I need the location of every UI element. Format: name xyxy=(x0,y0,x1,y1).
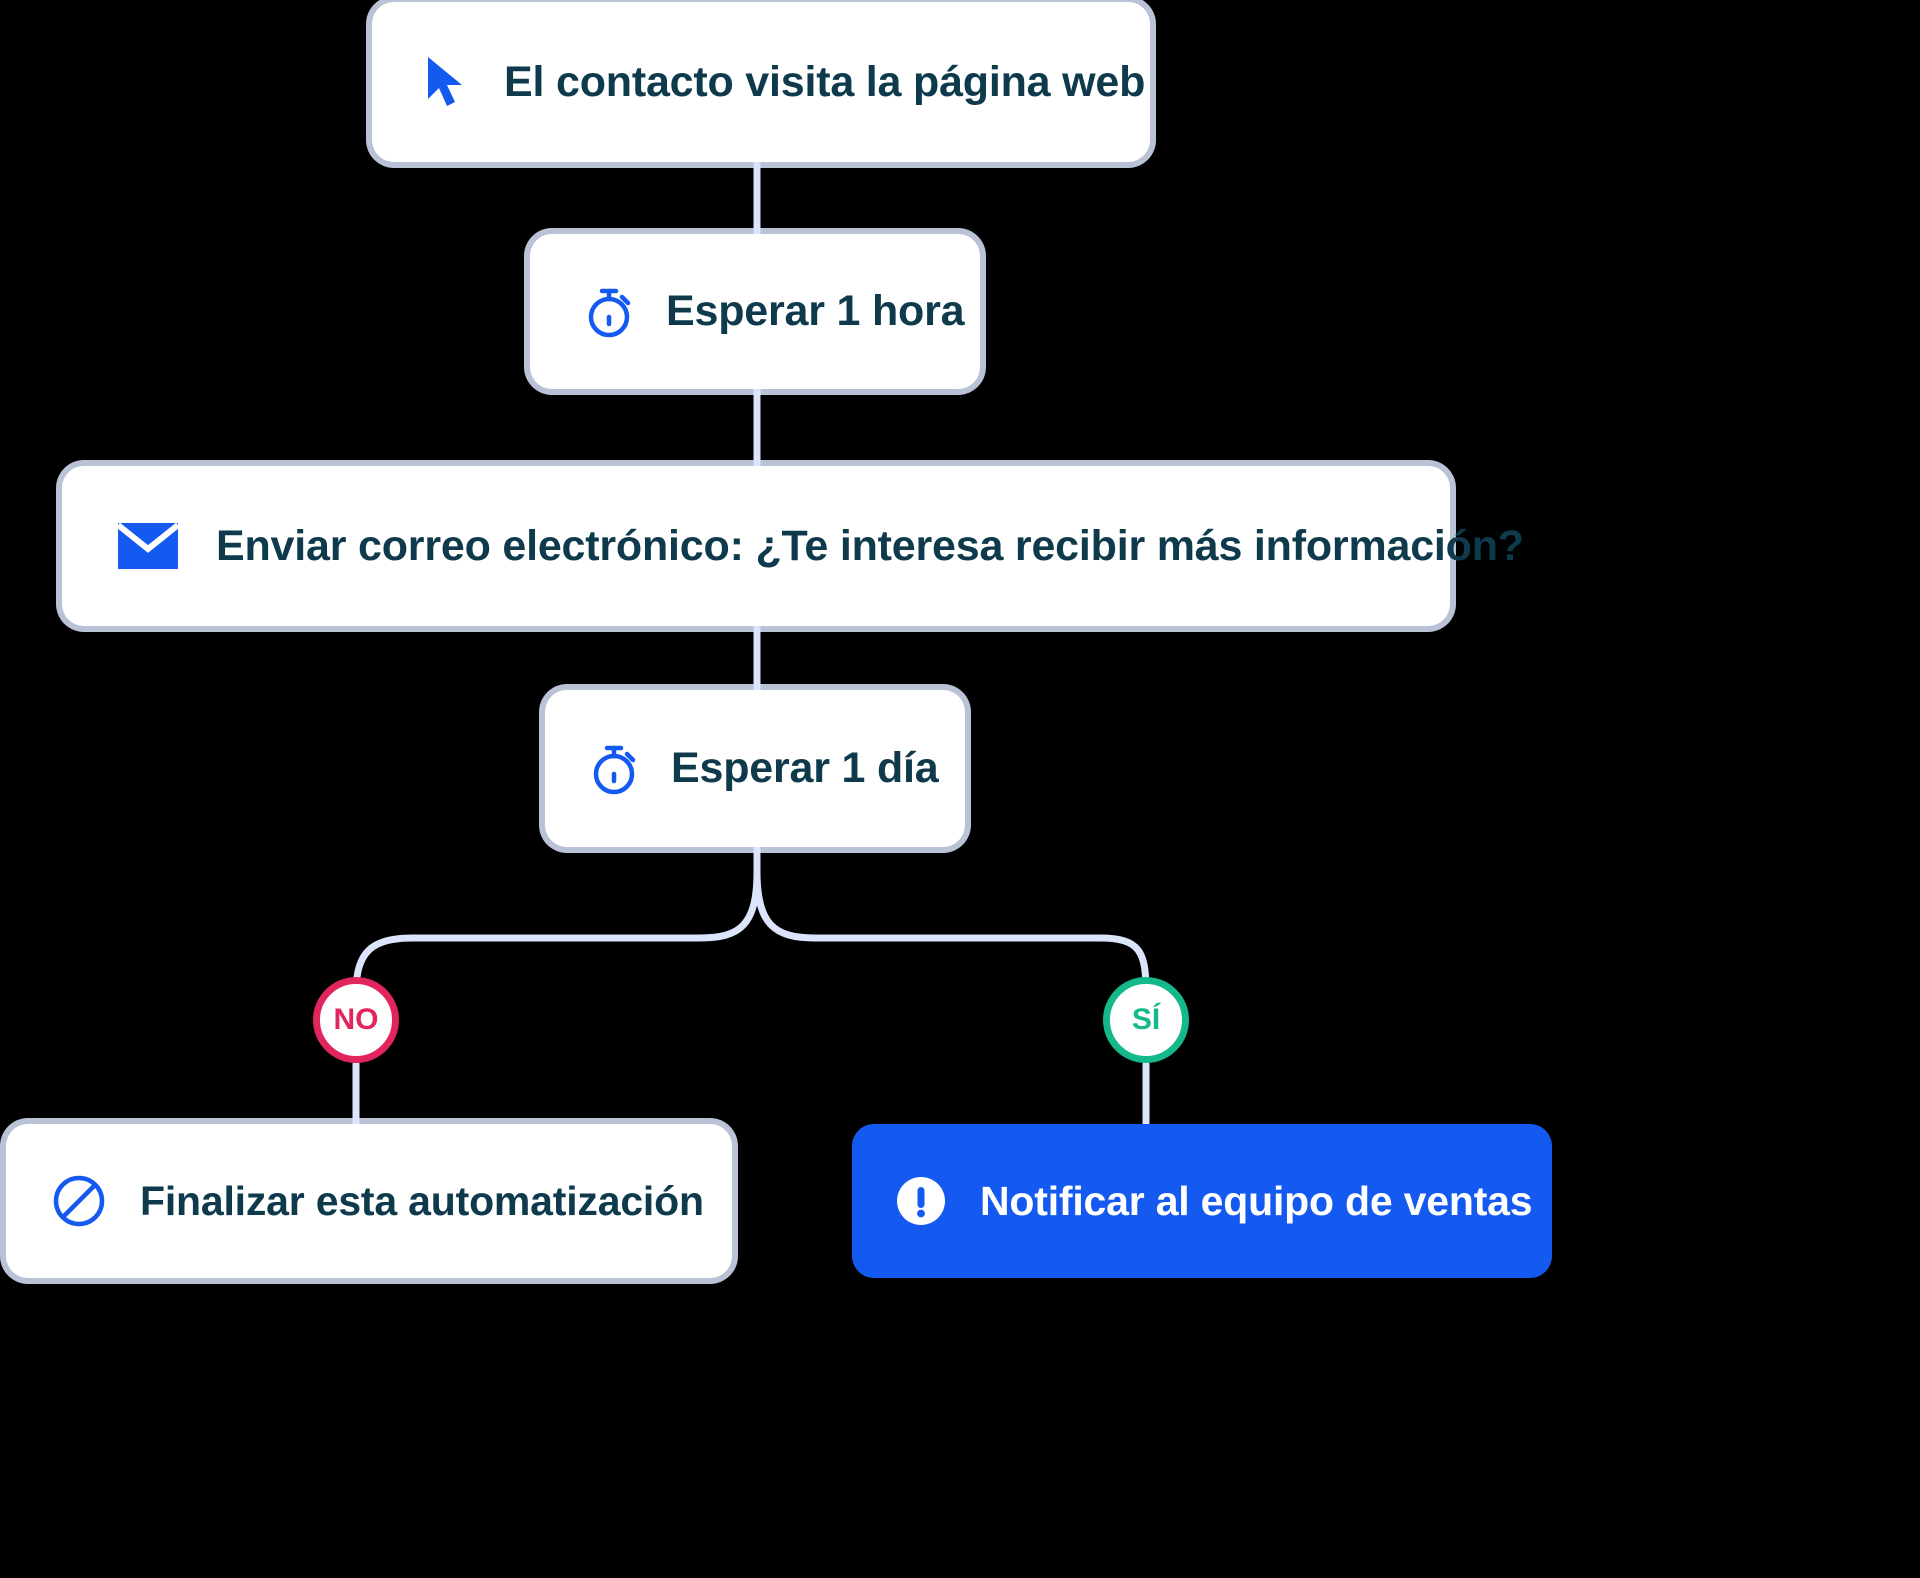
node-label: Finalizar esta automatización xyxy=(140,1177,704,1224)
node-notify-sales-team[interactable]: Notificar al equipo de ventas xyxy=(852,1124,1552,1278)
node-label: Notificar al equipo de ventas xyxy=(980,1177,1533,1224)
node-wait-one-hour[interactable]: Esperar 1 hora xyxy=(530,234,980,389)
branch-badge-no-label: NO xyxy=(333,1003,379,1036)
prohibited-icon xyxy=(52,1174,106,1228)
stopwatch-icon xyxy=(589,741,641,797)
node-label: El contacto visita la página web xyxy=(504,57,1146,106)
stopwatch-icon xyxy=(584,284,636,340)
branch-badge-yes[interactable]: SÍ xyxy=(1103,977,1189,1063)
exclamation-circle-icon xyxy=(894,1174,948,1228)
branch-badge-no[interactable]: NO xyxy=(313,977,399,1063)
node-label: Esperar 1 hora xyxy=(666,287,965,335)
node-label: Enviar correo electrónico: ¿Te interesa … xyxy=(216,521,1524,570)
node-label: Esperar 1 día xyxy=(671,744,939,792)
envelope-icon xyxy=(118,523,178,569)
node-contact-visits-page[interactable]: El contacto visita la página web xyxy=(372,2,1150,162)
node-send-email[interactable]: Enviar correo electrónico: ¿Te interesa … xyxy=(62,466,1524,626)
node-wait-one-day[interactable]: Esperar 1 día xyxy=(545,690,965,847)
cursor-arrow-icon xyxy=(422,55,470,109)
node-end-automation[interactable]: Finalizar esta automatización xyxy=(6,1124,732,1278)
branch-badge-yes-label: SÍ xyxy=(1131,1003,1161,1036)
